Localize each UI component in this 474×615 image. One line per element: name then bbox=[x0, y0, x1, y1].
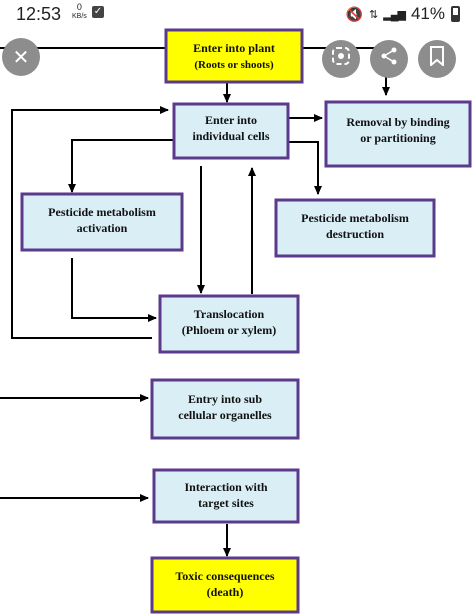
network-speed-value: 0 bbox=[76, 2, 82, 12]
node-enter-plant: Enter into plant (Roots or shoots) bbox=[164, 28, 304, 84]
bookmark-icon bbox=[429, 46, 445, 72]
node-organelles-line2: cellular organelles bbox=[178, 408, 272, 422]
node-toxic-line2: (death) bbox=[207, 585, 244, 599]
bookmark-button[interactable] bbox=[418, 40, 456, 78]
arrow-cells-to-activation bbox=[68, 139, 174, 193]
close-button[interactable]: ✕ bbox=[2, 38, 40, 76]
node-removal-line2: or partitioning bbox=[360, 131, 435, 145]
node-activation: Pesticide metabolism activation bbox=[20, 192, 184, 252]
clock: 12:53 bbox=[16, 4, 62, 24]
node-enter-plant-line2: (Roots or shoots) bbox=[194, 59, 274, 71]
signal-strength-icon: ▂▄▆ bbox=[383, 8, 406, 21]
lens-button[interactable] bbox=[322, 40, 360, 78]
status-icons: 🔇 ⇅ ▂▄▆ 41% bbox=[346, 4, 460, 24]
node-enter-plant-line1: Enter into plant bbox=[193, 41, 275, 55]
arrow-cells-to-destruction bbox=[289, 141, 322, 195]
arrow-activation-to-translocation bbox=[71, 258, 157, 322]
node-translocation: Translocation (Phloem or xylem) bbox=[158, 294, 300, 354]
network-speed: 0 KB/s bbox=[72, 3, 87, 21]
node-enter-cells-line1: Enter into bbox=[205, 113, 257, 127]
network-speed-unit: KB/s bbox=[72, 13, 87, 20]
node-organelles: Entry into sub cellular organelles bbox=[150, 378, 300, 440]
node-activation-line2: activation bbox=[77, 221, 128, 235]
battery-icon bbox=[451, 6, 460, 22]
share-button[interactable] bbox=[370, 40, 408, 78]
node-toxic: Toxic consequences (death) bbox=[150, 556, 300, 614]
battery-percent: 41% bbox=[410, 4, 445, 23]
lens-icon bbox=[331, 46, 351, 72]
node-target-line2: target sites bbox=[198, 496, 254, 510]
node-toxic-line1: Toxic consequences bbox=[175, 569, 275, 583]
arrow-loop-translocation-to-cells bbox=[11, 106, 169, 339]
status-bar: 12:53 0 KB/s ✓ 🔇 ⇅ ▂▄▆ 41% bbox=[0, 0, 474, 30]
share-icon bbox=[379, 46, 399, 72]
node-target: Interaction with target sites bbox=[152, 468, 300, 524]
node-removal: Removal by binding or partitioning bbox=[324, 100, 472, 168]
node-organelles-line1: Entry into sub bbox=[188, 392, 262, 406]
node-destruction-line2: destruction bbox=[326, 227, 384, 241]
node-destruction-line1: Pesticide metabolism bbox=[301, 211, 409, 225]
node-removal-line1: Removal by binding bbox=[346, 115, 449, 129]
node-destruction: Pesticide metabolism destruction bbox=[274, 198, 436, 258]
node-translocation-line2: (Phloem or xylem) bbox=[182, 323, 276, 337]
notification-check-icon: ✓ bbox=[92, 6, 104, 18]
node-target-line1: Interaction with bbox=[185, 480, 268, 494]
close-icon: ✕ bbox=[12, 46, 30, 69]
node-enter-cells-line2: individual cells bbox=[192, 129, 269, 143]
node-translocation-line1: Translocation bbox=[194, 307, 265, 321]
mute-icon: 🔇 bbox=[345, 5, 364, 22]
node-enter-cells: Enter into individual cells bbox=[172, 102, 290, 160]
node-activation-line1: Pesticide metabolism bbox=[48, 205, 156, 219]
data-signal-icon: ⇅ bbox=[369, 8, 378, 21]
